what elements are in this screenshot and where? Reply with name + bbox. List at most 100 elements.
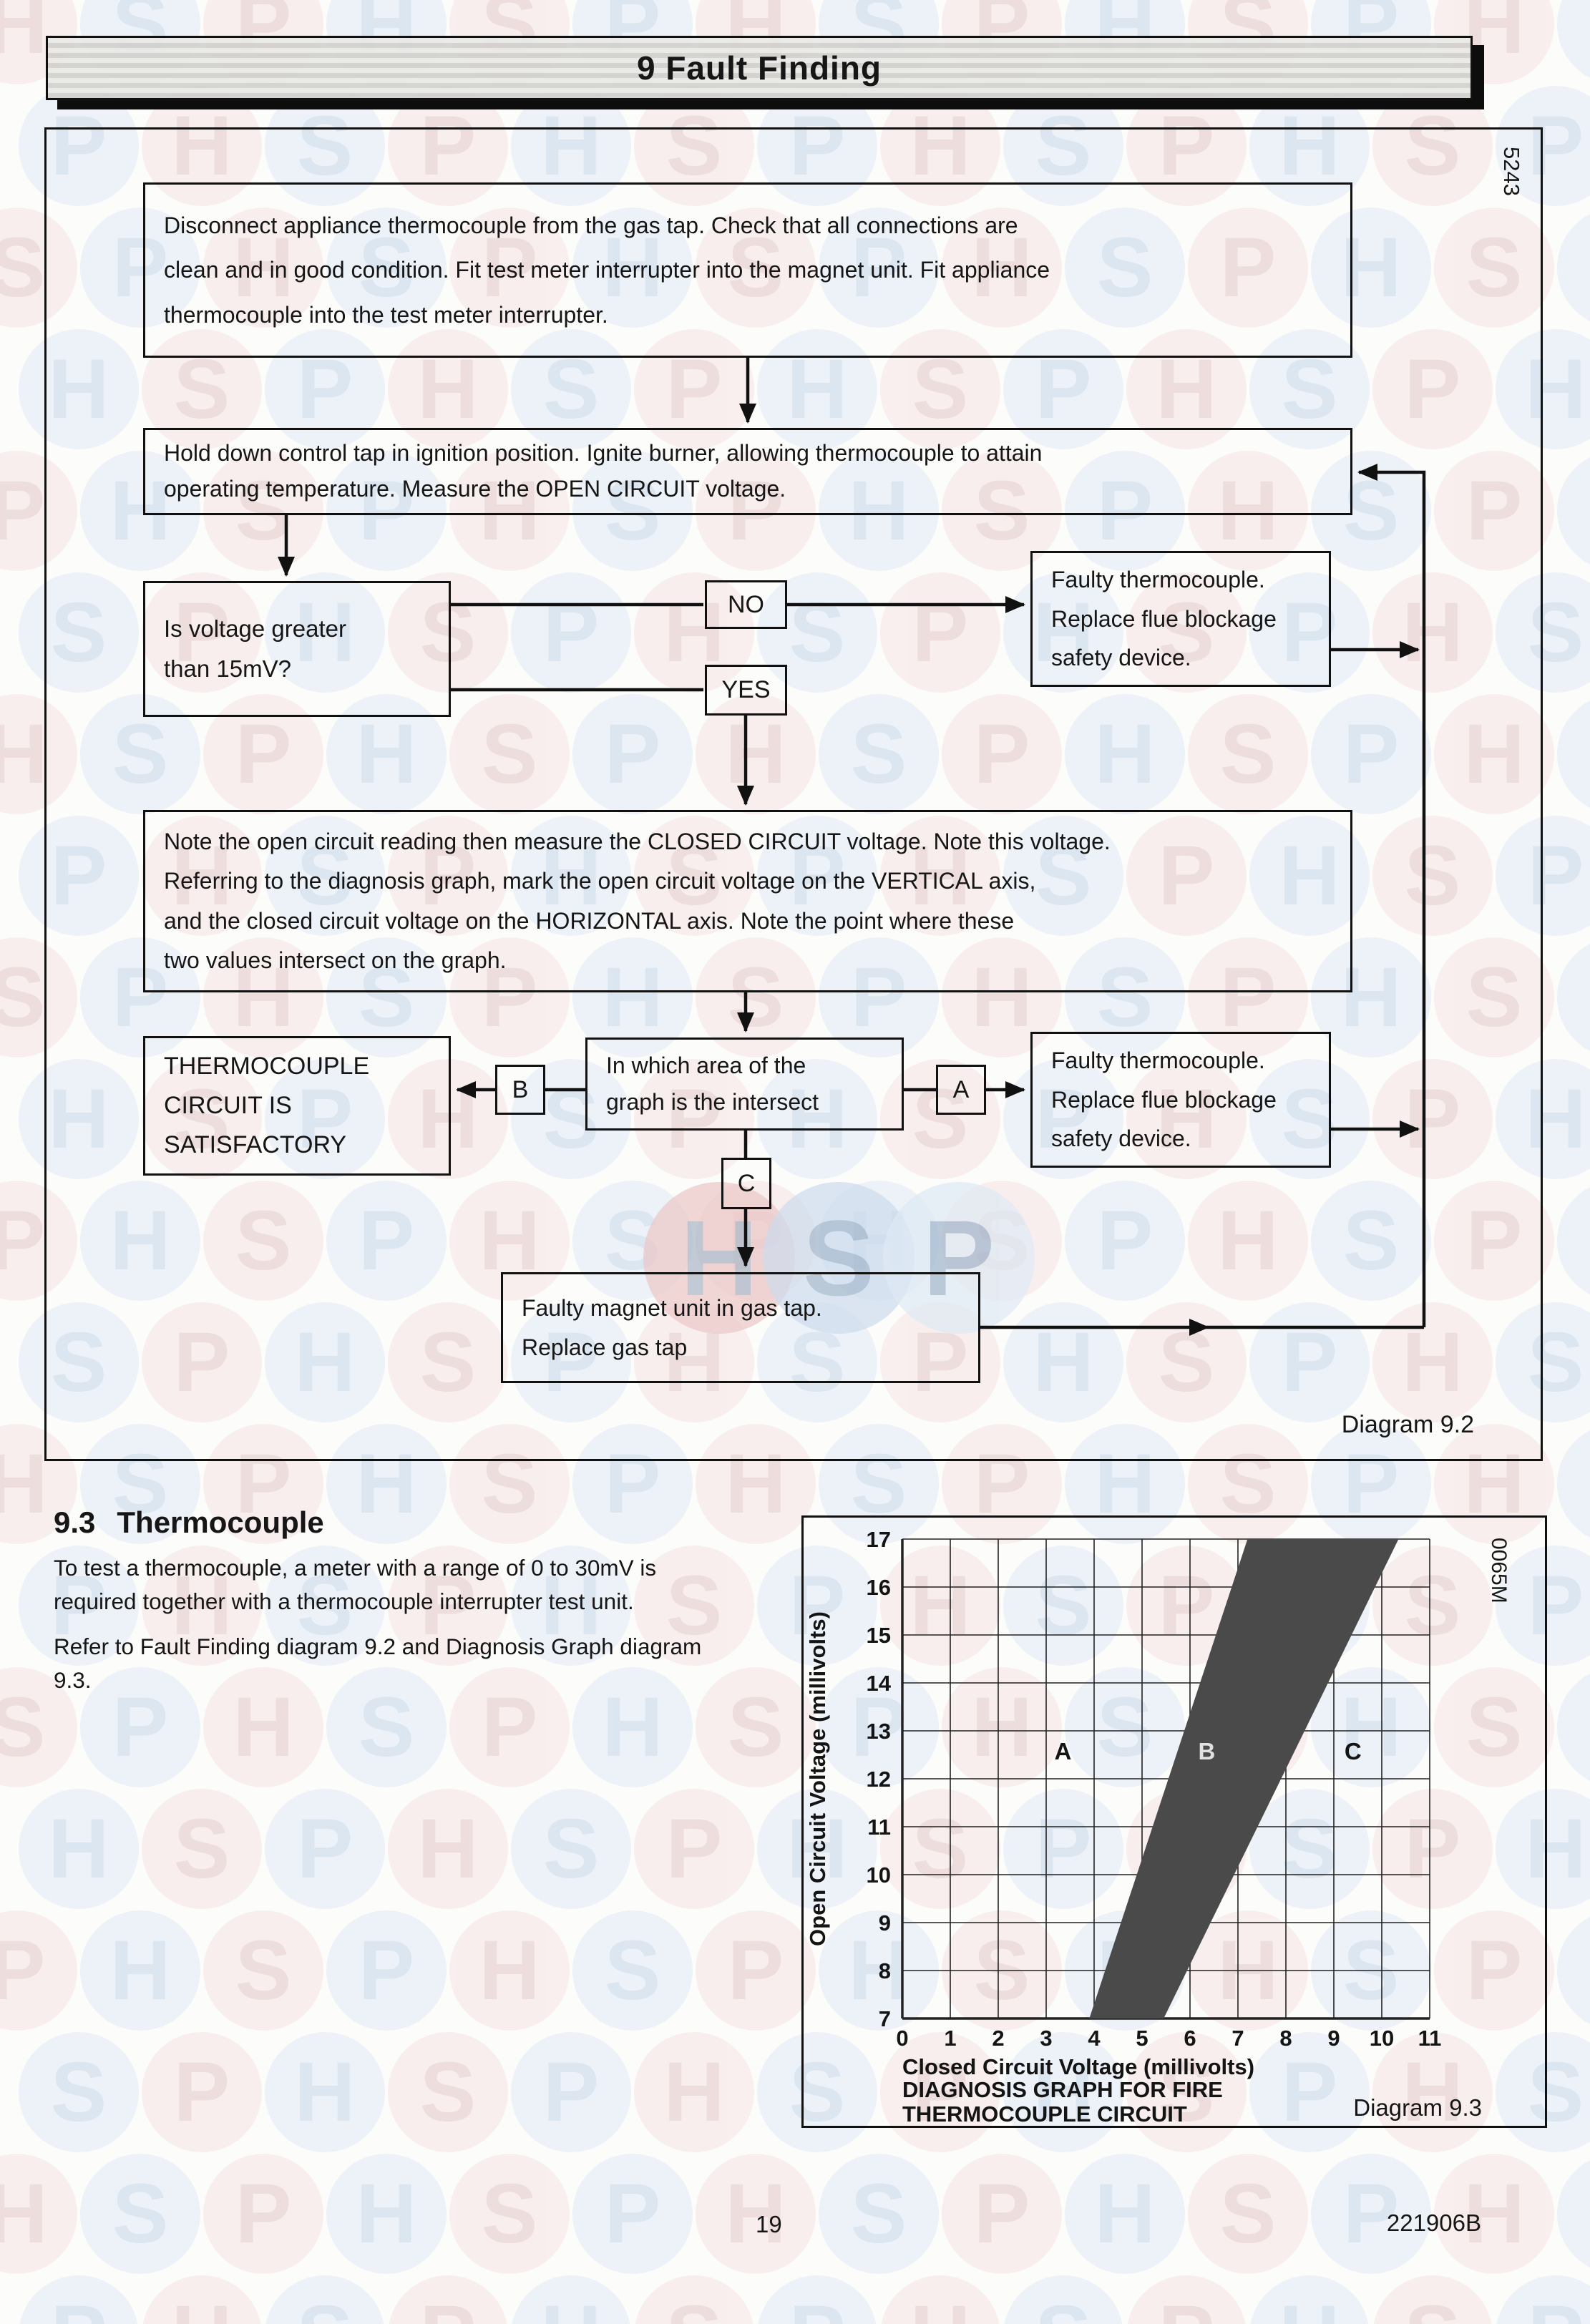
watermark-letter-p: P xyxy=(880,2032,1000,2152)
x-tick-label: 9 xyxy=(1327,2026,1340,2051)
watermark-letter-s: S xyxy=(1249,1789,1370,1909)
watermark-letter-p: P xyxy=(203,2154,323,2274)
watermark-letter-h: H xyxy=(511,86,631,206)
watermark-letter-s: S xyxy=(449,1424,570,1544)
watermark-letter-p: P xyxy=(388,1546,508,1666)
watermark-letter-s: S xyxy=(326,1667,447,1787)
watermark-letter-h: H xyxy=(388,1789,508,1909)
watermark-letter-p: P xyxy=(511,2032,631,2152)
watermark-letter-s: S xyxy=(80,694,200,814)
watermark-letter-p: P xyxy=(942,2154,1062,2274)
watermark-letter-p: P xyxy=(819,208,939,328)
x-tick-label: 6 xyxy=(1184,2026,1196,2051)
watermark-letter-h: H xyxy=(1003,572,1123,693)
watermark-letter-h: H xyxy=(696,2154,816,2274)
watermark-letter-p: P xyxy=(1188,208,1308,328)
x-tick-label: 8 xyxy=(1279,2026,1292,2051)
watermark-letter-h: H xyxy=(1003,2032,1123,2152)
watermark-letter-p: P xyxy=(757,86,877,206)
watermark-letter-p: P xyxy=(1496,1546,1590,1666)
watermark-letter-p: P xyxy=(757,1546,877,1666)
flow-box-faulty-thermocouple-right: Faulty thermocouple. Replace flue blocka… xyxy=(1030,1032,1331,1168)
watermark-letter-s: S xyxy=(142,1059,262,1179)
watermark-letter-h: H xyxy=(880,1546,1000,1666)
y-tick-label: 13 xyxy=(867,1719,891,1744)
watermark-letter-p: P xyxy=(449,1667,570,1787)
x-tick-label: 0 xyxy=(896,2026,908,2051)
flow-box-satisfactory: THERMOCOUPLE CIRCUIT IS SATISFACTORY xyxy=(143,1036,451,1176)
flowchart-ref-code: 5243 xyxy=(1499,147,1524,196)
watermark-letter-p: P xyxy=(819,937,939,1058)
x-tick-label: 10 xyxy=(1370,2026,1394,2051)
watermark-letter-h: H xyxy=(942,937,1062,1058)
watermark-letter-p: P xyxy=(1434,1181,1554,1301)
watermark-letter-h: H xyxy=(942,1667,1062,1787)
watermark-letter-p: P xyxy=(1372,1789,1493,1909)
watermark-letter-p: P xyxy=(1126,816,1247,936)
watermark-letter-s: S xyxy=(1126,1302,1247,1422)
graph-title-line-2: THERMOCOUPLE CIRCUIT xyxy=(902,2101,1187,2126)
watermark-letter-s: S xyxy=(19,2032,139,2152)
flow-label-no: NO xyxy=(705,580,787,629)
watermark-letter-s: S xyxy=(19,1302,139,1422)
y-tick-label: 9 xyxy=(879,1910,891,1935)
y-tick-label: 11 xyxy=(867,1815,891,1840)
diagram-9-2-caption: Diagram 9.2 xyxy=(1341,1411,1474,1438)
watermark-letter-s: S xyxy=(1003,86,1123,206)
watermark-letter-h: H xyxy=(142,1546,262,1666)
watermark-letter-h: H xyxy=(819,451,939,571)
x-tick-label: 3 xyxy=(1040,2026,1052,2051)
doc-code: 221906B xyxy=(1386,2210,1481,2236)
watermark-letter-p: P xyxy=(1372,329,1493,449)
watermark-letter-p: P xyxy=(1434,1910,1554,2031)
watermark-letter-s: S xyxy=(1557,0,1590,84)
watermark-letter-s: S xyxy=(265,816,385,936)
flow-box-prepare: Disconnect appliance thermocouple from t… xyxy=(143,182,1352,358)
watermark-letter-s: S xyxy=(880,1059,1000,1179)
watermark-letter-s: S xyxy=(1065,1667,1185,1787)
watermark-letter-h: H xyxy=(449,1910,570,2031)
watermark-letter-p: P xyxy=(634,1789,754,1909)
watermark-letter-s: S xyxy=(1372,1546,1493,1666)
y-tick-label: 8 xyxy=(879,1958,891,1983)
watermark-letter-h: H xyxy=(326,2154,447,2274)
page-title: 9 Fault Finding xyxy=(636,49,882,87)
watermark-letter-s: S xyxy=(1434,1667,1554,1787)
watermark-letter-s: S xyxy=(1372,2275,1493,2324)
watermark-letter-p: P xyxy=(696,1910,816,2031)
y-tick-label: 12 xyxy=(867,1767,891,1792)
watermark-letter-p: P xyxy=(388,86,508,206)
flow-box-faulty-thermocouple-top: Faulty thermocouple. Replace flue blocka… xyxy=(1030,551,1331,687)
watermark-letter-s: S xyxy=(880,1789,1000,1909)
watermark-letter-s: S xyxy=(1065,937,1185,1058)
watermark-letter-p: P xyxy=(265,1789,385,1909)
watermark-letter-s: S xyxy=(388,2032,508,2152)
diagram-9-3-caption: Diagram 9.3 xyxy=(1353,2094,1482,2121)
watermark-letter-h: H xyxy=(388,1059,508,1179)
flow-label-c: C xyxy=(721,1158,771,1209)
section-number: 9.3 xyxy=(54,1505,96,1539)
watermark-letter-h: H xyxy=(19,1059,139,1179)
watermark-letter-p: P xyxy=(142,1302,262,1422)
flow-box-faulty-magnet: Faulty magnet unit in gas tap. Replace g… xyxy=(501,1272,980,1383)
watermark-letter-h: H xyxy=(80,1181,200,1301)
watermark-letter-p: P xyxy=(1311,2154,1431,2274)
watermark-letter-p: P xyxy=(142,2032,262,2152)
region-label-b: B xyxy=(1199,1738,1216,1764)
watermark-letter-s: S xyxy=(19,572,139,693)
watermark-letter-p: P xyxy=(1557,208,1590,328)
watermark-letter-p: P xyxy=(1126,86,1247,206)
watermark-letter-s: S xyxy=(80,2154,200,2274)
watermark-letter-s: S xyxy=(634,816,754,936)
watermark-letter-h: H xyxy=(634,572,754,693)
watermark-letter-s: S xyxy=(142,1789,262,1909)
y-tick-label: 15 xyxy=(867,1623,891,1648)
watermark-letter-s: S xyxy=(1496,1302,1590,1422)
watermark-letter-h: H xyxy=(1188,1181,1308,1301)
flowchart-border xyxy=(44,127,1543,1461)
y-axis-label: Open Circuit Voltage (millivolts) xyxy=(805,1611,830,1946)
watermark-letter-h: H xyxy=(265,1302,385,1422)
